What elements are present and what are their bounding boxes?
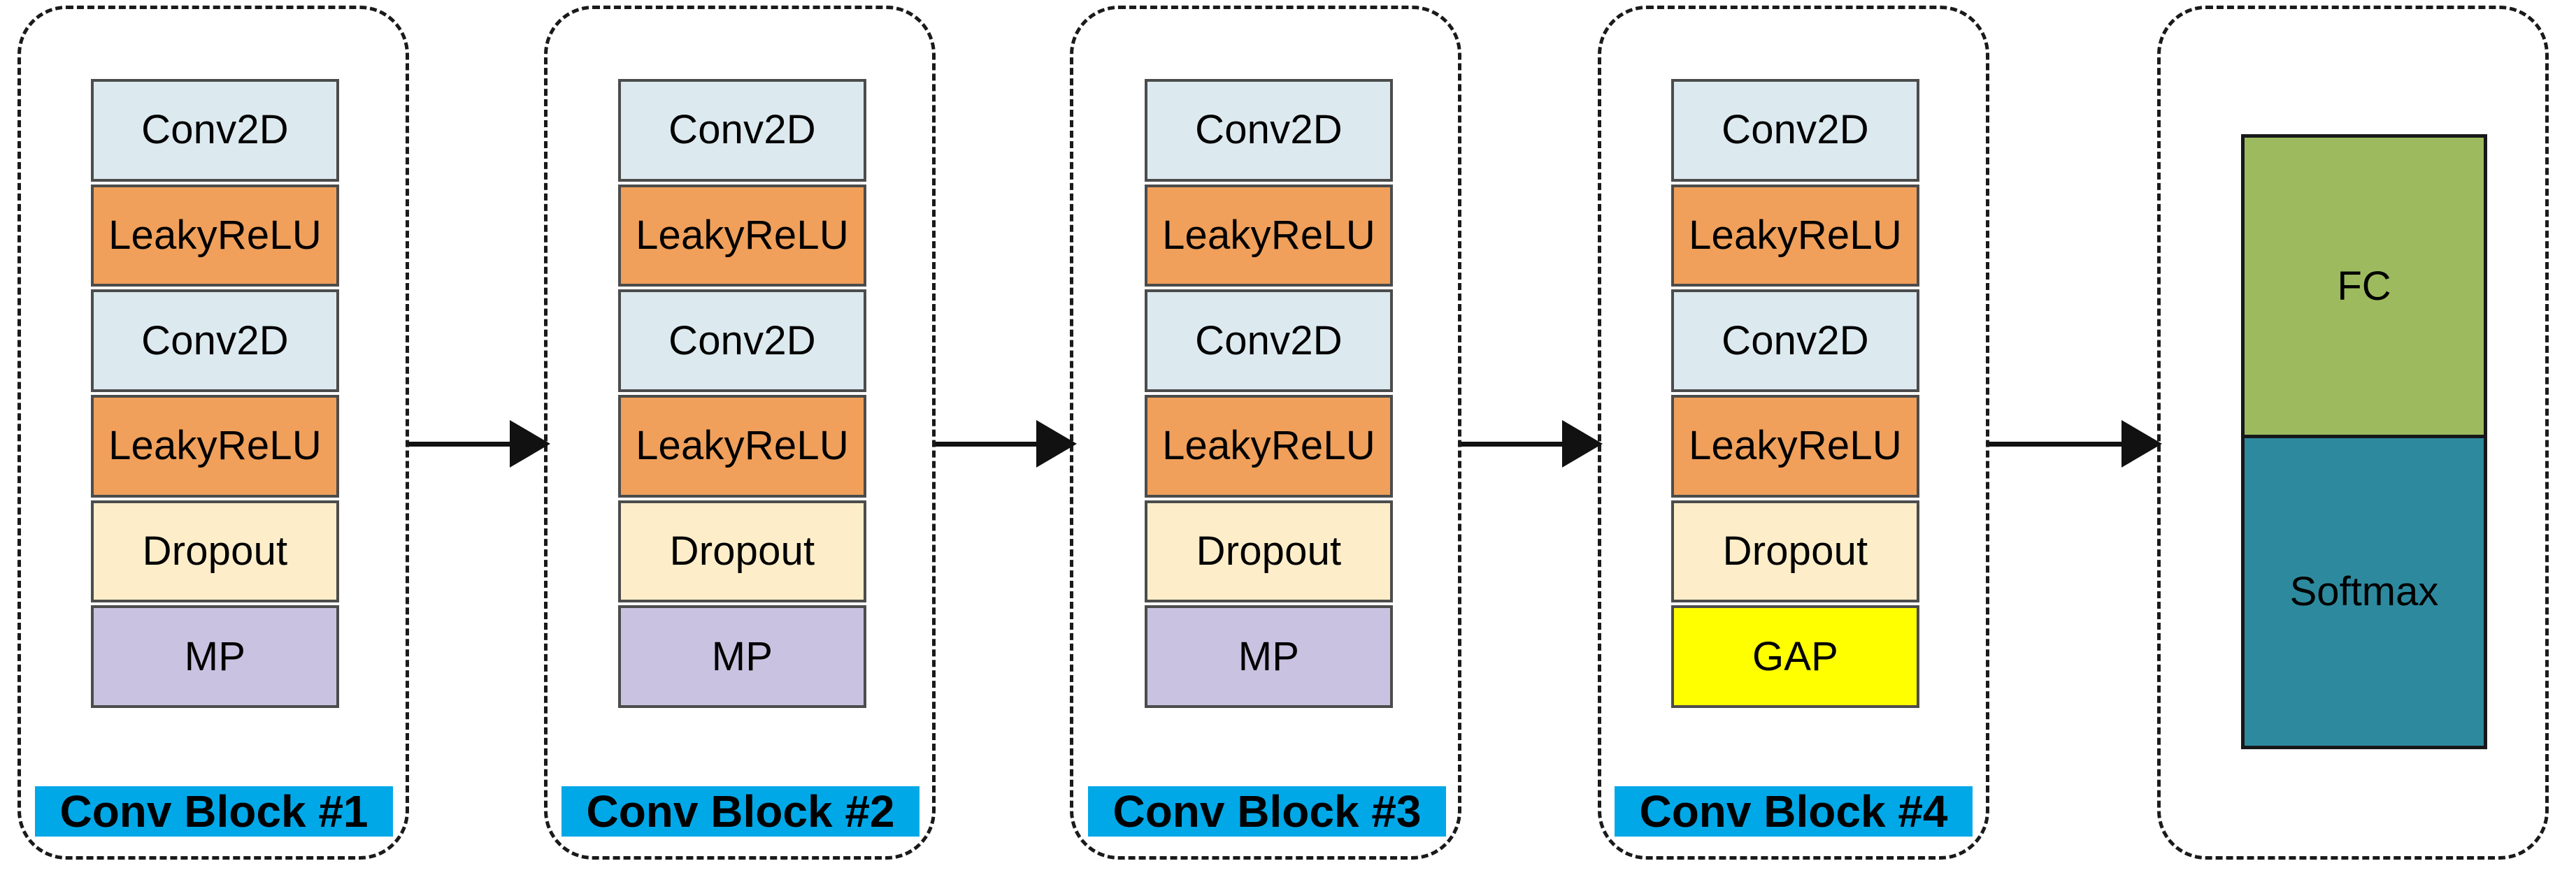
classifier-layer-fc[interactable]: FC [2241, 134, 2487, 438]
conv-block-1-layer-conv2d[interactable]: Conv2D [91, 289, 339, 392]
conv-block-3-layer-mp[interactable]: MP [1145, 605, 1393, 708]
conv-block-4-layer-conv2d[interactable]: Conv2D [1671, 289, 1919, 392]
conv-block-3-label: Conv Block #3 [1088, 786, 1446, 837]
conv-block-2-label: Conv Block #2 [561, 786, 920, 837]
conv-block-3-layer-dropout[interactable]: Dropout [1145, 500, 1393, 603]
conv-block-1-layer-dropout[interactable]: Dropout [91, 500, 339, 603]
conv-block-1-layer-leakyrelu[interactable]: LeakyReLU [91, 394, 339, 498]
conv-block-1-layer-mp[interactable]: MP [91, 605, 339, 708]
arrow-1-2-head [510, 420, 550, 468]
conv-block-4-layer-dropout[interactable]: Dropout [1671, 500, 1919, 603]
conv-block-3-layer-conv2d[interactable]: Conv2D [1145, 79, 1393, 182]
arrow-2-3-shaft [936, 442, 1040, 447]
conv-block-4-label: Conv Block #4 [1615, 786, 1973, 837]
conv-block-3-layer-conv2d[interactable]: Conv2D [1145, 289, 1393, 392]
conv-block-4-layer-leakyrelu[interactable]: LeakyReLU [1671, 394, 1919, 498]
classifier-layer-softmax[interactable]: Softmax [2241, 438, 2487, 749]
conv-block-4-layer-conv2d[interactable]: Conv2D [1671, 79, 1919, 182]
arrow-1-2-shaft [409, 442, 514, 447]
conv-block-2-layer-leakyrelu[interactable]: LeakyReLU [618, 394, 866, 498]
conv-block-3-layer-leakyrelu[interactable]: LeakyReLU [1145, 394, 1393, 498]
arrow-4-classifier-shaft [1989, 442, 2126, 447]
conv-block-2-layer-conv2d[interactable]: Conv2D [618, 289, 866, 392]
conv-block-1-layer-conv2d[interactable]: Conv2D [91, 79, 339, 182]
conv-block-2-layer-conv2d[interactable]: Conv2D [618, 79, 866, 182]
conv-block-3-layer-leakyrelu[interactable]: LeakyReLU [1145, 184, 1393, 287]
conv-block-1-label: Conv Block #1 [35, 786, 393, 837]
arrow-2-3-head [1036, 420, 1077, 468]
conv-block-4-layer-leakyrelu[interactable]: LeakyReLU [1671, 184, 1919, 287]
conv-block-4-layer-gap[interactable]: GAP [1671, 605, 1919, 708]
arrow-3-4-shaft [1461, 442, 1566, 447]
conv-block-2-layer-mp[interactable]: MP [618, 605, 866, 708]
conv-block-2-layer-leakyrelu[interactable]: LeakyReLU [618, 184, 866, 287]
arrow-4-classifier-head [2121, 420, 2162, 468]
conv-block-2-layer-dropout[interactable]: Dropout [618, 500, 866, 603]
conv-block-1-layer-leakyrelu[interactable]: LeakyReLU [91, 184, 339, 287]
arrow-3-4-head [1562, 420, 1603, 468]
